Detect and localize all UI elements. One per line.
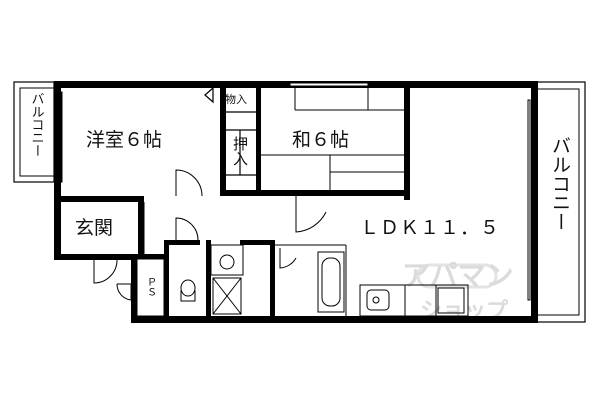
- room-label-washitsu: 和６帖: [292, 129, 349, 151]
- room-label-monoire: 物入: [225, 92, 247, 106]
- room-label-youshitsu: 洋室６帖: [86, 129, 162, 151]
- ps-shaft: [136, 258, 165, 317]
- balcony-label-right: バルコニー: [549, 136, 571, 231]
- windows: [60, 82, 531, 301]
- washroom-fixtures: [210, 244, 244, 315]
- watermark-line1: アパマン: [402, 259, 513, 292]
- balcony-label-left: バルコニー: [29, 92, 45, 157]
- room-label-ps: ＰＳ: [145, 277, 156, 297]
- watermark-logo: アパマン ショップ: [402, 259, 513, 324]
- toilet-icon: [180, 279, 196, 302]
- kitchen-counter: [359, 284, 469, 317]
- room-label-genkan: 玄関: [75, 217, 113, 239]
- doors: [93, 169, 327, 301]
- bathtub-icon: [275, 244, 347, 316]
- tatami-lines: [261, 88, 404, 190]
- room-label-ldk: ＬＤＫ１１．５: [360, 217, 500, 239]
- closets: [204, 86, 256, 176]
- room-label-oshiire: 押入: [231, 136, 249, 166]
- interior-walls: [137, 88, 410, 316]
